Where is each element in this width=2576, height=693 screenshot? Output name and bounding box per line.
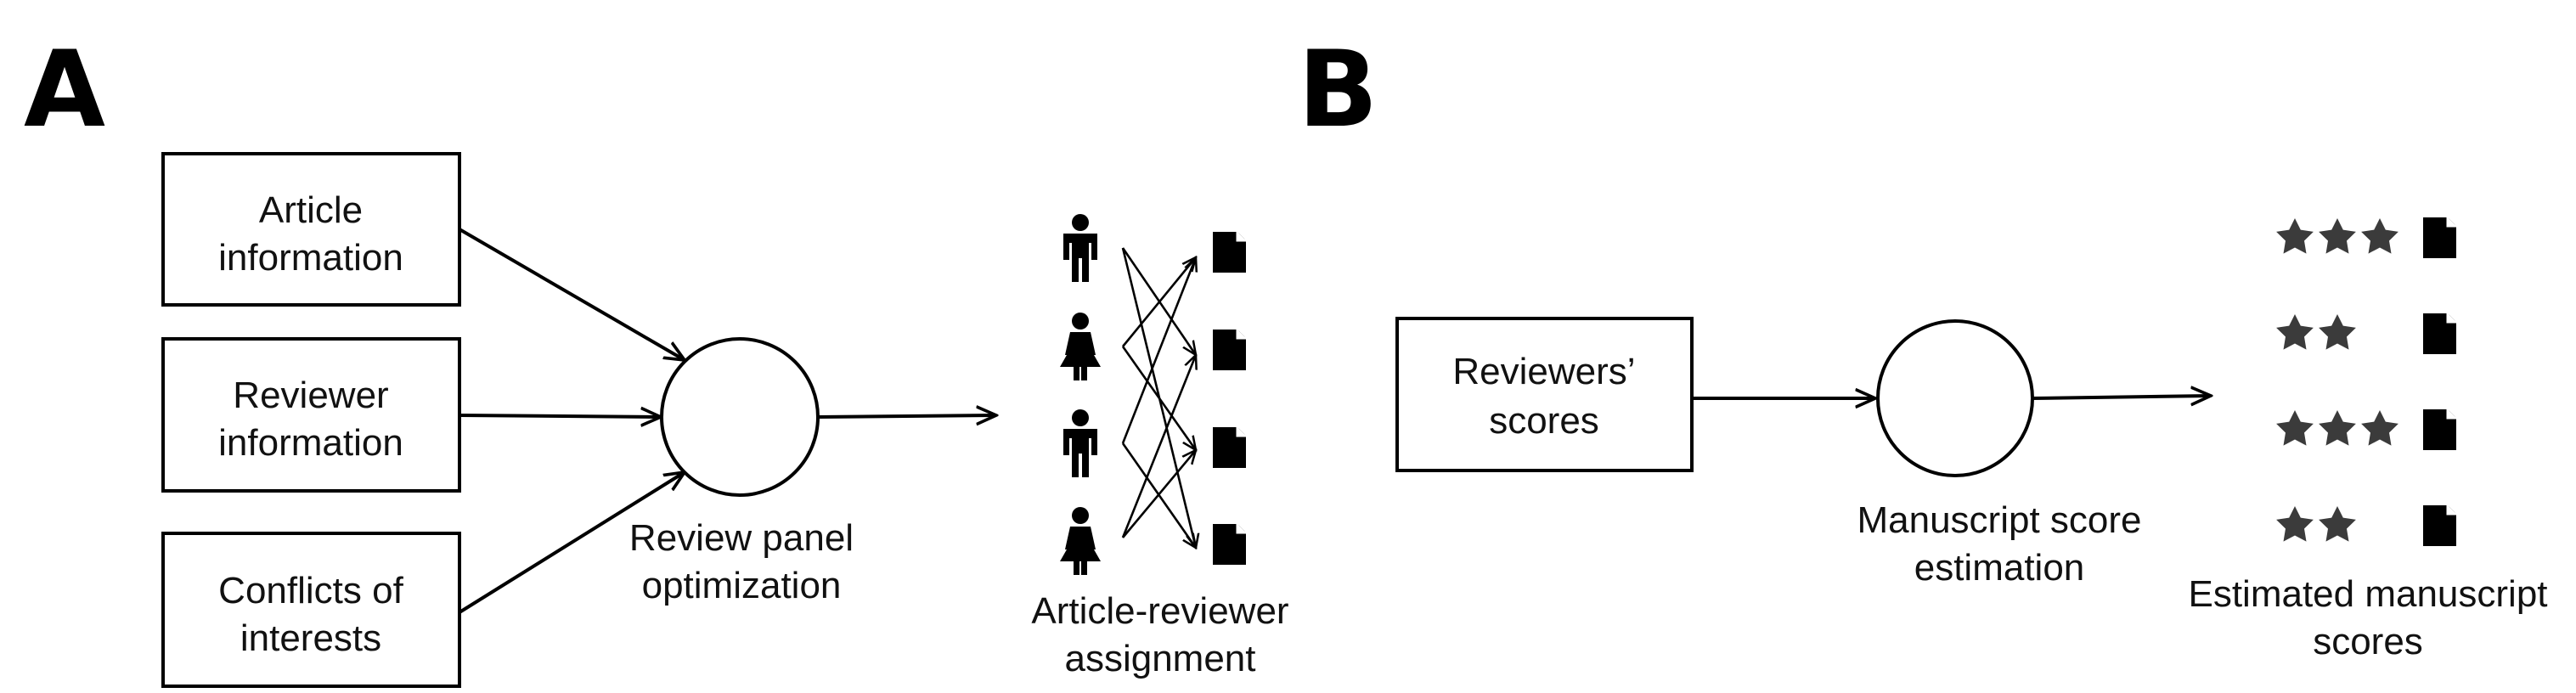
reviewers-scores-line1: Reviewers’ bbox=[1452, 351, 1635, 392]
conflicts-of-interests-line1: Conflicts of bbox=[218, 570, 403, 611]
panel-b-label: B bbox=[1298, 29, 1378, 151]
document-icon bbox=[1211, 522, 1248, 566]
estimated-score-row bbox=[2276, 504, 2458, 548]
estimated-manuscript-scores-caption-line1: Estimated manuscript bbox=[2188, 573, 2547, 615]
manuscript-score-estimation-node bbox=[1876, 319, 2034, 477]
estimated-score-row bbox=[2276, 408, 2458, 452]
star-icon bbox=[2276, 410, 2314, 446]
document-icon bbox=[1211, 230, 1248, 274]
estimated-manuscript-scores-caption-line2: scores bbox=[2313, 621, 2423, 662]
assignment-arrows bbox=[1121, 247, 1196, 548]
reviewers-scores-box bbox=[1395, 317, 1694, 472]
review-panel-optimization-caption-line1: Review panel bbox=[629, 517, 854, 559]
arrow-conflicts-to-optimization bbox=[458, 472, 685, 614]
star-icon bbox=[2361, 410, 2398, 446]
document-icon bbox=[2421, 312, 2458, 356]
star-icon bbox=[2276, 506, 2314, 542]
panel-a: Article information Reviewer information… bbox=[161, 152, 1289, 688]
manuscript-score-estimation-caption-line2: estimation bbox=[1914, 547, 2085, 589]
arrow-optimization-to-assignment bbox=[817, 415, 996, 417]
estimated-score-row bbox=[2276, 312, 2458, 356]
article-information-box bbox=[161, 152, 461, 307]
reviewer-information-box bbox=[161, 337, 461, 493]
article-information-line1: Article bbox=[259, 189, 363, 231]
star-icon bbox=[2319, 506, 2356, 542]
document-icon bbox=[1211, 425, 1248, 470]
star-icon bbox=[2276, 314, 2314, 350]
man-icon bbox=[1063, 409, 1097, 477]
conflicts-of-interests-line2: interests bbox=[240, 617, 381, 659]
document-icon bbox=[1211, 328, 1248, 372]
star-icon bbox=[2319, 218, 2356, 254]
star-icon bbox=[2361, 218, 2398, 254]
arrow-estimation-to-scores bbox=[2032, 396, 2211, 398]
manuscript-score-estimation-caption-line1: Manuscript score bbox=[1857, 499, 2141, 541]
reviewer-information-line1: Reviewer bbox=[233, 375, 388, 416]
man-icon bbox=[1063, 214, 1097, 282]
star-icon bbox=[2319, 410, 2356, 446]
reviewer-information-line2: information bbox=[218, 422, 403, 464]
arrow-article-to-optimization bbox=[458, 228, 685, 360]
article-reviewer-assignment-caption-line1: Article-reviewer bbox=[1031, 590, 1288, 632]
arrow-reviewer-to-optimization bbox=[459, 415, 661, 417]
review-panel-optimization-node bbox=[660, 337, 820, 497]
review-panel-optimization-caption-line2: optimization bbox=[642, 565, 842, 606]
estimated-scores-list bbox=[2276, 216, 2458, 548]
reviewers-scores-line2: scores bbox=[1489, 400, 1599, 442]
woman-icon bbox=[1060, 313, 1101, 380]
article-reviewer-assignment-caption-line2: assignment bbox=[1064, 638, 1255, 679]
document-icon bbox=[2421, 408, 2458, 452]
conflicts-of-interests-box bbox=[161, 532, 461, 688]
panel-a-label: A bbox=[24, 29, 105, 151]
star-icon bbox=[2276, 218, 2314, 254]
document-icon bbox=[2421, 504, 2458, 548]
article-information-line2: information bbox=[218, 237, 403, 279]
woman-icon bbox=[1060, 507, 1101, 575]
estimated-score-row bbox=[2276, 216, 2458, 260]
star-icon bbox=[2319, 314, 2356, 350]
document-icon bbox=[2421, 216, 2458, 260]
panel-b: Reviewers’ scores Manuscript score estim… bbox=[1395, 216, 2548, 662]
